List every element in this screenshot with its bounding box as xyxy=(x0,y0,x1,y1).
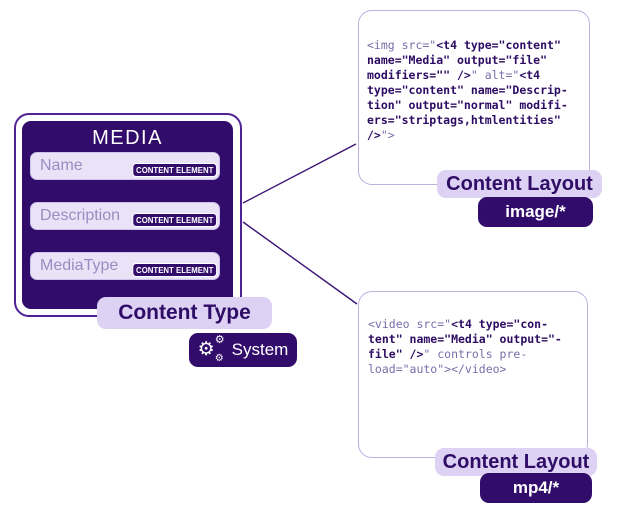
field-label: Description xyxy=(40,207,121,224)
field-row-mediatype: MediaType CONTENT ELEMENT xyxy=(30,252,220,280)
code-line: <img src="<t4 type="content" xyxy=(367,38,561,52)
code-line: modifiers="" />" alt="<t4 xyxy=(367,68,541,82)
gear-small-bottom-icon xyxy=(215,354,224,364)
code-line: name="Media" output="file" xyxy=(367,53,548,67)
entity-title: MEDIA xyxy=(92,127,163,149)
code-line: type="content" name="Descrip- xyxy=(367,83,568,97)
content-element-badge: CONTENT ELEMENT xyxy=(132,213,217,227)
code-snippet-video: <video src="<t4 type="con-tent" name="Me… xyxy=(359,292,587,377)
content-type-label: Content Type xyxy=(97,297,272,329)
field-label: Name xyxy=(40,157,83,174)
connector-to-video-layout xyxy=(242,221,358,305)
mime-badge-video: mp4/* xyxy=(480,473,592,503)
code-line: tion" output="normal" modifi- xyxy=(367,98,568,112)
code-box-image-layout: <img src="<t4 type="content"name="Media"… xyxy=(358,10,590,185)
mime-badge-image: image/* xyxy=(478,197,593,227)
gear-large-icon xyxy=(198,340,215,359)
gear-small-top-icon xyxy=(215,335,225,346)
code-line: tent" name="Media" output="- xyxy=(368,332,562,346)
field-row-description: Description CONTENT ELEMENT xyxy=(30,202,220,230)
code-box-video-layout: <video src="<t4 type="con-tent" name="Me… xyxy=(358,291,588,458)
system-badge-label: System xyxy=(231,340,289,359)
field-label: MediaType xyxy=(40,257,119,274)
code-line: load="auto"></video> xyxy=(368,362,507,376)
connector-to-image-layout xyxy=(242,143,357,204)
field-row-name: Name CONTENT ELEMENT xyxy=(30,152,220,180)
code-snippet-image: <img src="<t4 type="content"name="Media"… xyxy=(359,11,589,143)
content-layout-label-image: Content Layout xyxy=(437,170,602,198)
system-badge: System xyxy=(189,333,297,367)
code-line: <video src="<t4 type="con- xyxy=(368,317,549,331)
content-element-badge: CONTENT ELEMENT xyxy=(132,163,217,177)
gears-icon xyxy=(198,337,225,363)
code-line: file" />" controls pre- xyxy=(368,347,528,361)
code-line: />"> xyxy=(367,128,395,142)
code-line: ers="striptags,htmlentities" xyxy=(367,113,561,127)
content-element-badge: CONTENT ELEMENT xyxy=(132,263,217,277)
content-layout-label-video: Content Layout xyxy=(435,448,597,476)
